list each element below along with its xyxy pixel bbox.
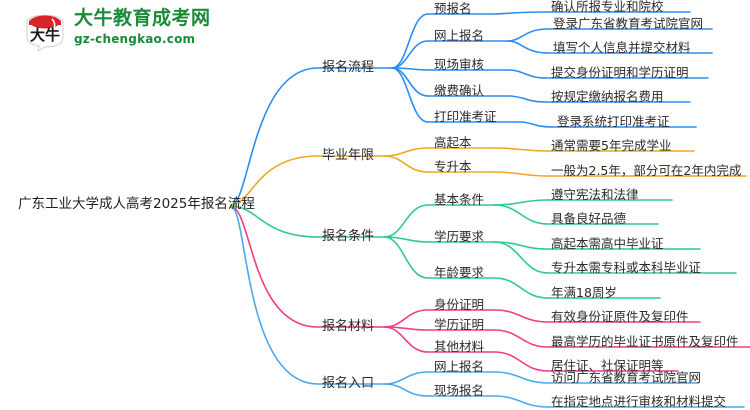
leaf-shenfenzhengyuanjian[interactable]: 有效身份证原件及复印件 xyxy=(551,309,689,324)
logo-title: 大牛教育成考网 xyxy=(74,7,211,29)
subnode-yubaoming[interactable]: 预报名 xyxy=(434,1,472,16)
leaf-zunshouxianfa[interactable]: 遵守宪法和法律 xyxy=(551,187,639,202)
leaf-dayinzhunkaozheng[interactable]: 登录系统打印准考证 xyxy=(557,114,670,129)
mindmap-root-node[interactable]: 广东工业大学成人高考2025年报名流程 xyxy=(18,196,255,212)
branch-node-biyenianxian[interactable]: 毕业年限 xyxy=(322,148,375,163)
subnode-xuelizhengming[interactable]: 学历证明 xyxy=(434,317,485,332)
leaf-biyezhengshu[interactable]: 最高学历的毕业证书原件及复印件 xyxy=(551,334,739,349)
leaf-zhidingdidian[interactable]: 在指定地点进行审核和材料提交 xyxy=(551,394,727,409)
site-logo: 大牛 大牛教育成考网 gz-chengkao.com xyxy=(22,6,222,54)
subnode-xianchangshenhe[interactable]: 现场审核 xyxy=(434,57,485,72)
svg-text:大牛: 大牛 xyxy=(30,26,60,44)
branch-node-baomingtiaojian[interactable]: 报名条件 xyxy=(322,229,375,244)
subnode-xueliyaoqiu[interactable]: 学历要求 xyxy=(434,229,485,244)
leaf-zhuankebiyezheng[interactable]: 专升本需专科或本科毕业证 xyxy=(551,260,702,275)
leaf-tijiaozhengming[interactable]: 提交身份证明和学历证明 xyxy=(551,65,689,80)
subnode-nianlingyaoqiu[interactable]: 年龄要求 xyxy=(434,265,485,280)
leaf-lianghaopinde[interactable]: 具备良好品德 xyxy=(551,211,627,226)
subnode-qitacailiao[interactable]: 其他材料 xyxy=(434,339,485,354)
logo-text-block: 大牛教育成考网 gz-chengkao.com xyxy=(74,7,211,46)
leaf-erdianwunian[interactable]: 一般为2.5年，部分可在2年内完成 xyxy=(551,163,742,178)
leaf-nianman18[interactable]: 年满18周岁 xyxy=(551,285,617,300)
daniu-logo-icon: 大牛 xyxy=(26,14,64,52)
leaf-gaozhongbiyezheng[interactable]: 高起本需高中毕业证 xyxy=(551,236,664,251)
subnode-zhuanshengben[interactable]: 专升本 xyxy=(434,159,472,174)
subnode-wangshangbaoming[interactable]: 网上报名 xyxy=(434,28,485,43)
leaf-wunianxueye[interactable]: 通常需要5年完成学业 xyxy=(551,138,672,153)
leaf-juzhuzhengshebao[interactable]: 居住证、社保证明等 xyxy=(551,358,664,373)
subnode-shenfenzhengming[interactable]: 身份证明 xyxy=(434,297,485,312)
logo-subtitle: gz-chengkao.com xyxy=(74,31,196,46)
subnode-rukou-wangshangbaoming[interactable]: 网上报名 xyxy=(434,359,485,374)
leaf-jiaonafeiyong[interactable]: 按规定缴纳报名费用 xyxy=(551,89,664,104)
leaf-querenzhuanye[interactable]: 确认所报专业和院校 xyxy=(551,0,664,14)
subnode-dayinzhunkaozheng[interactable]: 打印准考证 xyxy=(434,109,497,124)
branch-node-baomingcailiao[interactable]: 报名材料 xyxy=(322,319,375,334)
branch-node-baomingrukou[interactable]: 报名入口 xyxy=(322,376,375,391)
leaf-fangwenguanwang[interactable]: 访问广东省教育考试院官网 xyxy=(551,370,702,385)
branch-node-baomingliucheng[interactable]: 报名流程 xyxy=(322,60,375,75)
leaf-denglukaoshiyuan[interactable]: 登录广东省教育考试院官网 xyxy=(553,16,704,31)
subnode-jiaofeiqueren[interactable]: 缴费确认 xyxy=(434,83,485,98)
subnode-jibentiaojian[interactable]: 基本条件 xyxy=(434,192,485,207)
subnode-rukou-xianchangbaoming[interactable]: 现场报名 xyxy=(434,383,485,398)
subnode-gaoqiben[interactable]: 高起本 xyxy=(434,135,472,150)
leaf-tianxiexinxi[interactable]: 填写个人信息并提交材料 xyxy=(553,40,691,55)
